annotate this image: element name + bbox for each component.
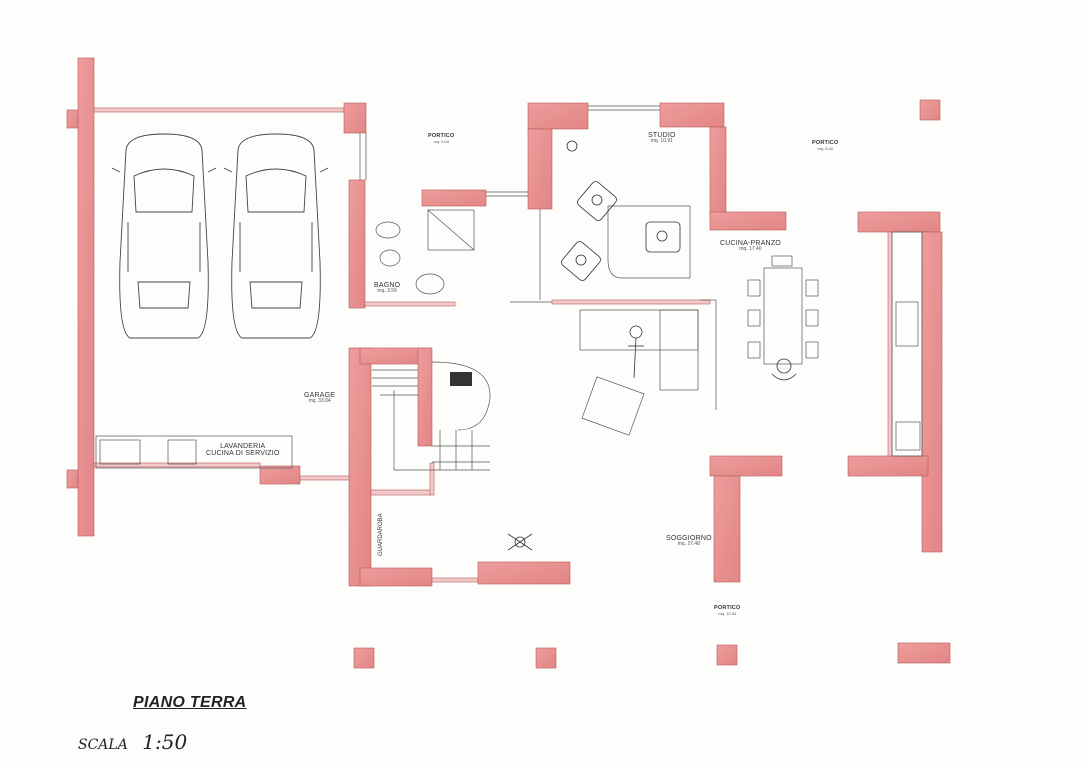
wall-garage-ne — [343, 102, 367, 134]
wall-soggiorno-ne — [709, 455, 783, 477]
wall-kitchen-north — [709, 211, 787, 231]
room-label-guardaroba: GUARDAROBA — [378, 513, 384, 556]
wall-bagno-top — [421, 189, 487, 207]
room-label-bagno: BAGNO mq. 3.56 — [374, 282, 401, 295]
scale-value: 1:50 — [142, 730, 188, 754]
wall-soggiorno-east — [713, 475, 741, 583]
armchair-icon — [645, 221, 681, 253]
wall-kitchen-ne — [857, 211, 941, 233]
wall-guardaroba-south — [359, 567, 433, 587]
tv-icon — [450, 372, 472, 386]
wall-bagno-west — [348, 179, 366, 309]
car-icon — [223, 133, 329, 339]
room-label-portico-bottom: PORTICO mq. 10.34 — [714, 605, 741, 616]
room-label-soggiorno: SOGGIORNO mq. 27.48 — [666, 535, 712, 548]
walls — [66, 57, 951, 669]
wall-soggiorno-south — [477, 561, 571, 585]
pillar — [897, 642, 951, 664]
linework — [95, 105, 923, 471]
wall-garage-west — [77, 57, 95, 537]
wall-studio-ne — [659, 102, 725, 128]
person-icon — [771, 358, 797, 381]
person-icons — [507, 140, 797, 551]
room-label-garage: GARAGE mq. 33.04 — [304, 392, 336, 405]
wall-east — [921, 231, 943, 553]
room-label-lavanderia: LAVANDERIA CUCINA DI SERVIZIO — [206, 443, 280, 458]
car-icons — [111, 133, 329, 339]
scale-label: SCALA 1:50 — [78, 730, 187, 754]
plant-icon — [507, 533, 533, 551]
room-label-portico-top: PORTICO mq. 5.04 — [428, 133, 455, 144]
pillar — [535, 647, 557, 669]
armchair-icon — [561, 241, 601, 281]
wall-kitchen-se — [847, 455, 929, 477]
room-label-studio: STUDIO mq. 10.91 — [648, 132, 676, 145]
armchair-icon — [577, 181, 617, 221]
pillar — [919, 99, 941, 121]
wall-stair-core — [417, 347, 433, 447]
plan-title: PIANO TERRA — [133, 694, 247, 711]
wall-studio-nw — [527, 102, 589, 130]
pillar — [716, 644, 738, 666]
pillar — [353, 647, 375, 669]
wall-garage-sw — [259, 465, 301, 485]
wall-stair-west — [348, 347, 372, 587]
person-icon — [628, 325, 644, 379]
room-label-portico-right: PORTICO mq. 8.40 — [812, 140, 839, 151]
car-icon — [111, 133, 217, 339]
plant-icon — [566, 140, 578, 152]
scale-text: SCALA — [78, 737, 128, 753]
room-label-cucina-pranzo: CUCINA-PRANZO mq. 17.40 — [720, 240, 781, 253]
